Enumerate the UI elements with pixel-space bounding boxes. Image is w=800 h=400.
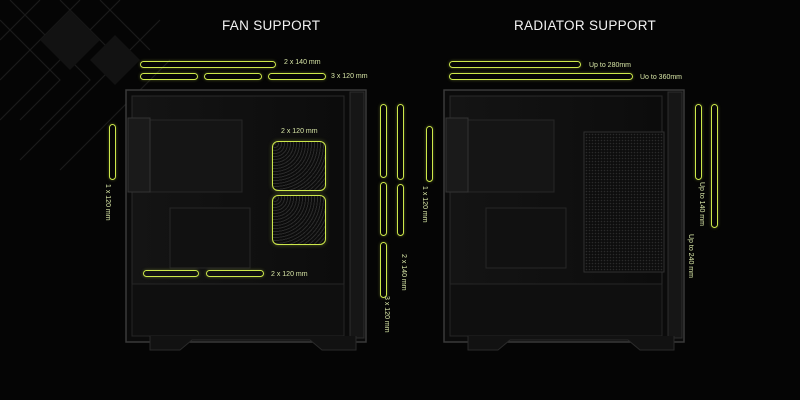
fan-rear-label: 1 x 120 mm xyxy=(104,184,111,221)
fan-top-140-bar-1 xyxy=(140,61,276,68)
fan-front-area-label: 2 x 120 mm xyxy=(281,128,318,135)
fan-front-120-bar-2 xyxy=(397,184,404,236)
radiator-front-140-bar xyxy=(695,104,702,180)
radiator-top-360-bar xyxy=(449,73,633,80)
fan-top-140-label: 2 x 140 mm xyxy=(284,59,321,66)
fan-bottom-bar-2 xyxy=(206,270,264,277)
fan-top-120-label: 3 x 120 mm xyxy=(331,73,368,80)
radiator-support-title: RADIATOR SUPPORT xyxy=(514,18,657,33)
radiator-front-140-label: Up to 140 mm xyxy=(698,182,705,226)
fan-front-140-bar-2 xyxy=(397,104,404,180)
radiator-support-case-image xyxy=(443,89,685,351)
fan-front-140-bar-1 xyxy=(380,104,387,178)
fan-top-120-bar-2 xyxy=(204,73,262,80)
fan-support-title: FAN SUPPORT xyxy=(222,18,321,33)
fan-rear-bar xyxy=(109,124,116,180)
radiator-front-240-label: Up to 240 mm xyxy=(687,234,694,278)
radiator-top-360-label: Uo to 360mm xyxy=(640,74,683,81)
fan-bottom-label: 2 x 120 mm xyxy=(271,271,308,278)
fan-front-120-lower xyxy=(272,195,326,245)
fan-top-120-bar-1 xyxy=(140,73,198,80)
fan-top-140-bar-3 xyxy=(206,61,278,68)
radiator-rear-bar xyxy=(426,126,433,182)
background-geometric-pattern xyxy=(0,0,170,171)
fan-front-120-label: 3 x 120 mm xyxy=(383,296,390,333)
radiator-top-280-label: Up to 280mm xyxy=(589,62,632,69)
fan-front-120-bar-3 xyxy=(380,242,387,298)
radiator-rear-label: 1 x 120 mm xyxy=(421,186,428,223)
fan-top-120-bar-3 xyxy=(268,73,326,80)
fan-front-140-label: 2 x 140 mm xyxy=(400,254,407,291)
radiator-front-240-bar xyxy=(711,104,718,228)
fan-front-120-bar-1 xyxy=(380,182,387,236)
fan-support-case-image xyxy=(125,89,367,351)
fan-front-120-upper xyxy=(272,141,326,191)
fan-bottom-bar-1 xyxy=(143,270,199,277)
radiator-top-280-bar xyxy=(449,61,581,68)
